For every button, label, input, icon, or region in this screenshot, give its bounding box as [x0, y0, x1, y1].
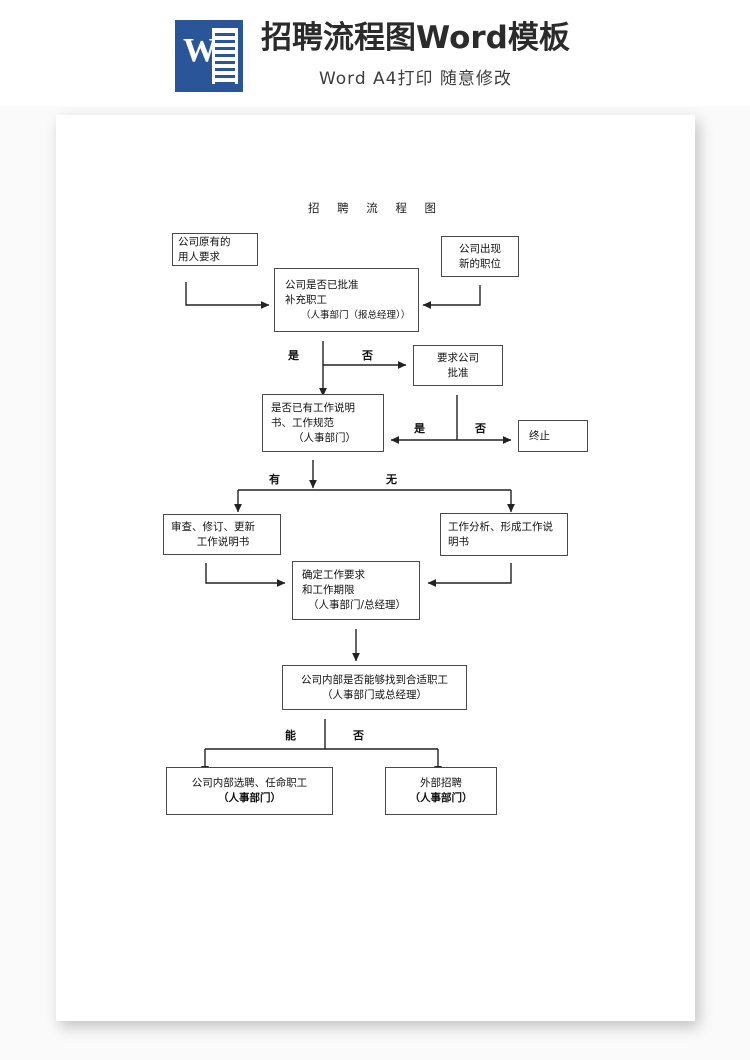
node-internal-check[interactable]: 公司内部是否能够找到合适职工 （人事部门或总经理）: [282, 665, 467, 710]
edge-label-approval-no: 否: [362, 349, 373, 362]
edge-label-jd-none: 无: [386, 473, 397, 486]
node-line: 和工作期限: [302, 584, 355, 596]
node-terminate[interactable]: 终止: [518, 420, 588, 452]
node-job-analysis[interactable]: 工作分析、形成工作说 明书: [440, 513, 568, 556]
node-line: 外部招聘: [420, 777, 462, 789]
node-line: （人事部门）: [218, 792, 281, 804]
edge-label-approval-yes: 是: [288, 349, 299, 362]
word-logo-icon: W: [175, 20, 243, 92]
node-define-requirements[interactable]: 确定工作要求 和工作期限 （人事部门/总经理）: [292, 561, 420, 620]
word-logo-letter: W: [183, 32, 217, 69]
node-line: 公司是否已批准: [285, 278, 359, 291]
node-line: 公司内部是否能够找到合适职工: [301, 673, 448, 686]
node-external-hire[interactable]: 外部招聘 （人事部门）: [385, 767, 497, 815]
flowchart-title: 招 聘 流 程 图: [307, 201, 444, 215]
document-page[interactable]: 招 聘 流 程 图: [56, 115, 695, 1021]
node-line: 是否已有工作说明: [271, 401, 355, 414]
node-request-approval[interactable]: 要求公司 批准: [413, 345, 503, 386]
node-line: （人事部门（报总经理））: [301, 309, 411, 321]
node-line: 补充职工: [285, 293, 327, 306]
node-line: 书、工作规范: [271, 416, 334, 429]
document-canvas: 招 聘 流 程 图: [0, 106, 750, 1060]
node-line: （人事部门或总经理）: [322, 688, 427, 701]
node-new-position[interactable]: 公司出现 新的职位: [441, 236, 519, 277]
node-jd-check[interactable]: 是否已有工作说明 书、工作规范 （人事部门）: [262, 394, 384, 452]
node-line: 要求公司: [437, 351, 479, 364]
edge-label-internal-can: 能: [285, 729, 296, 742]
page-title: 招聘流程图Word模板: [261, 20, 570, 56]
document-lines-icon: [212, 28, 238, 85]
node-existing-need[interactable]: 公司原有的 用人要求: [172, 233, 258, 266]
node-line: 工作分析、形成工作说: [448, 520, 553, 533]
flowchart: 招 聘 流 程 图: [56, 115, 695, 1021]
node-line: 新的职位: [459, 257, 501, 270]
node-line: （人事部门/总经理）: [308, 599, 407, 611]
node-line: 终止: [529, 429, 550, 442]
node-internal-hire[interactable]: 公司内部选聘、任命职工 （人事部门）: [166, 767, 333, 815]
node-line: 审查、修订、更新: [171, 520, 255, 533]
node-line: 公司出现: [459, 242, 501, 255]
page-header: W 招聘流程图Word模板 Word A4打印 随意修改: [0, 0, 750, 106]
node-review-update-jd[interactable]: 审查、修订、更新 工作说明书: [163, 514, 281, 555]
node-line: （人事部门）: [409, 792, 473, 804]
header-content: W 招聘流程图Word模板 Word A4打印 随意修改: [175, 16, 570, 92]
page-subtitle: Word A4打印 随意修改: [318, 69, 512, 89]
node-line: 公司原有的: [178, 235, 231, 248]
node-line: 工作说明书: [196, 535, 250, 548]
edge-label-jd-has: 有: [269, 473, 280, 486]
flowchart-connectors: [185, 282, 515, 775]
edge-label-request-no: 否: [475, 422, 486, 435]
edge-label-internal-cannot: 否: [353, 729, 364, 742]
node-line: 确定工作要求: [302, 569, 365, 581]
title-block: 招聘流程图Word模板 Word A4打印 随意修改: [261, 16, 570, 89]
node-line: 批准: [447, 366, 469, 379]
node-line: （人事部门）: [293, 431, 356, 444]
node-line: 用人要求: [178, 250, 220, 263]
node-approval-check[interactable]: 公司是否已批准 补充职工 （人事部门（报总经理））: [274, 268, 419, 332]
node-line: 明书: [448, 535, 469, 548]
node-line: 公司内部选聘、任命职工: [191, 777, 308, 789]
edge-label-request-yes: 是: [414, 422, 425, 435]
